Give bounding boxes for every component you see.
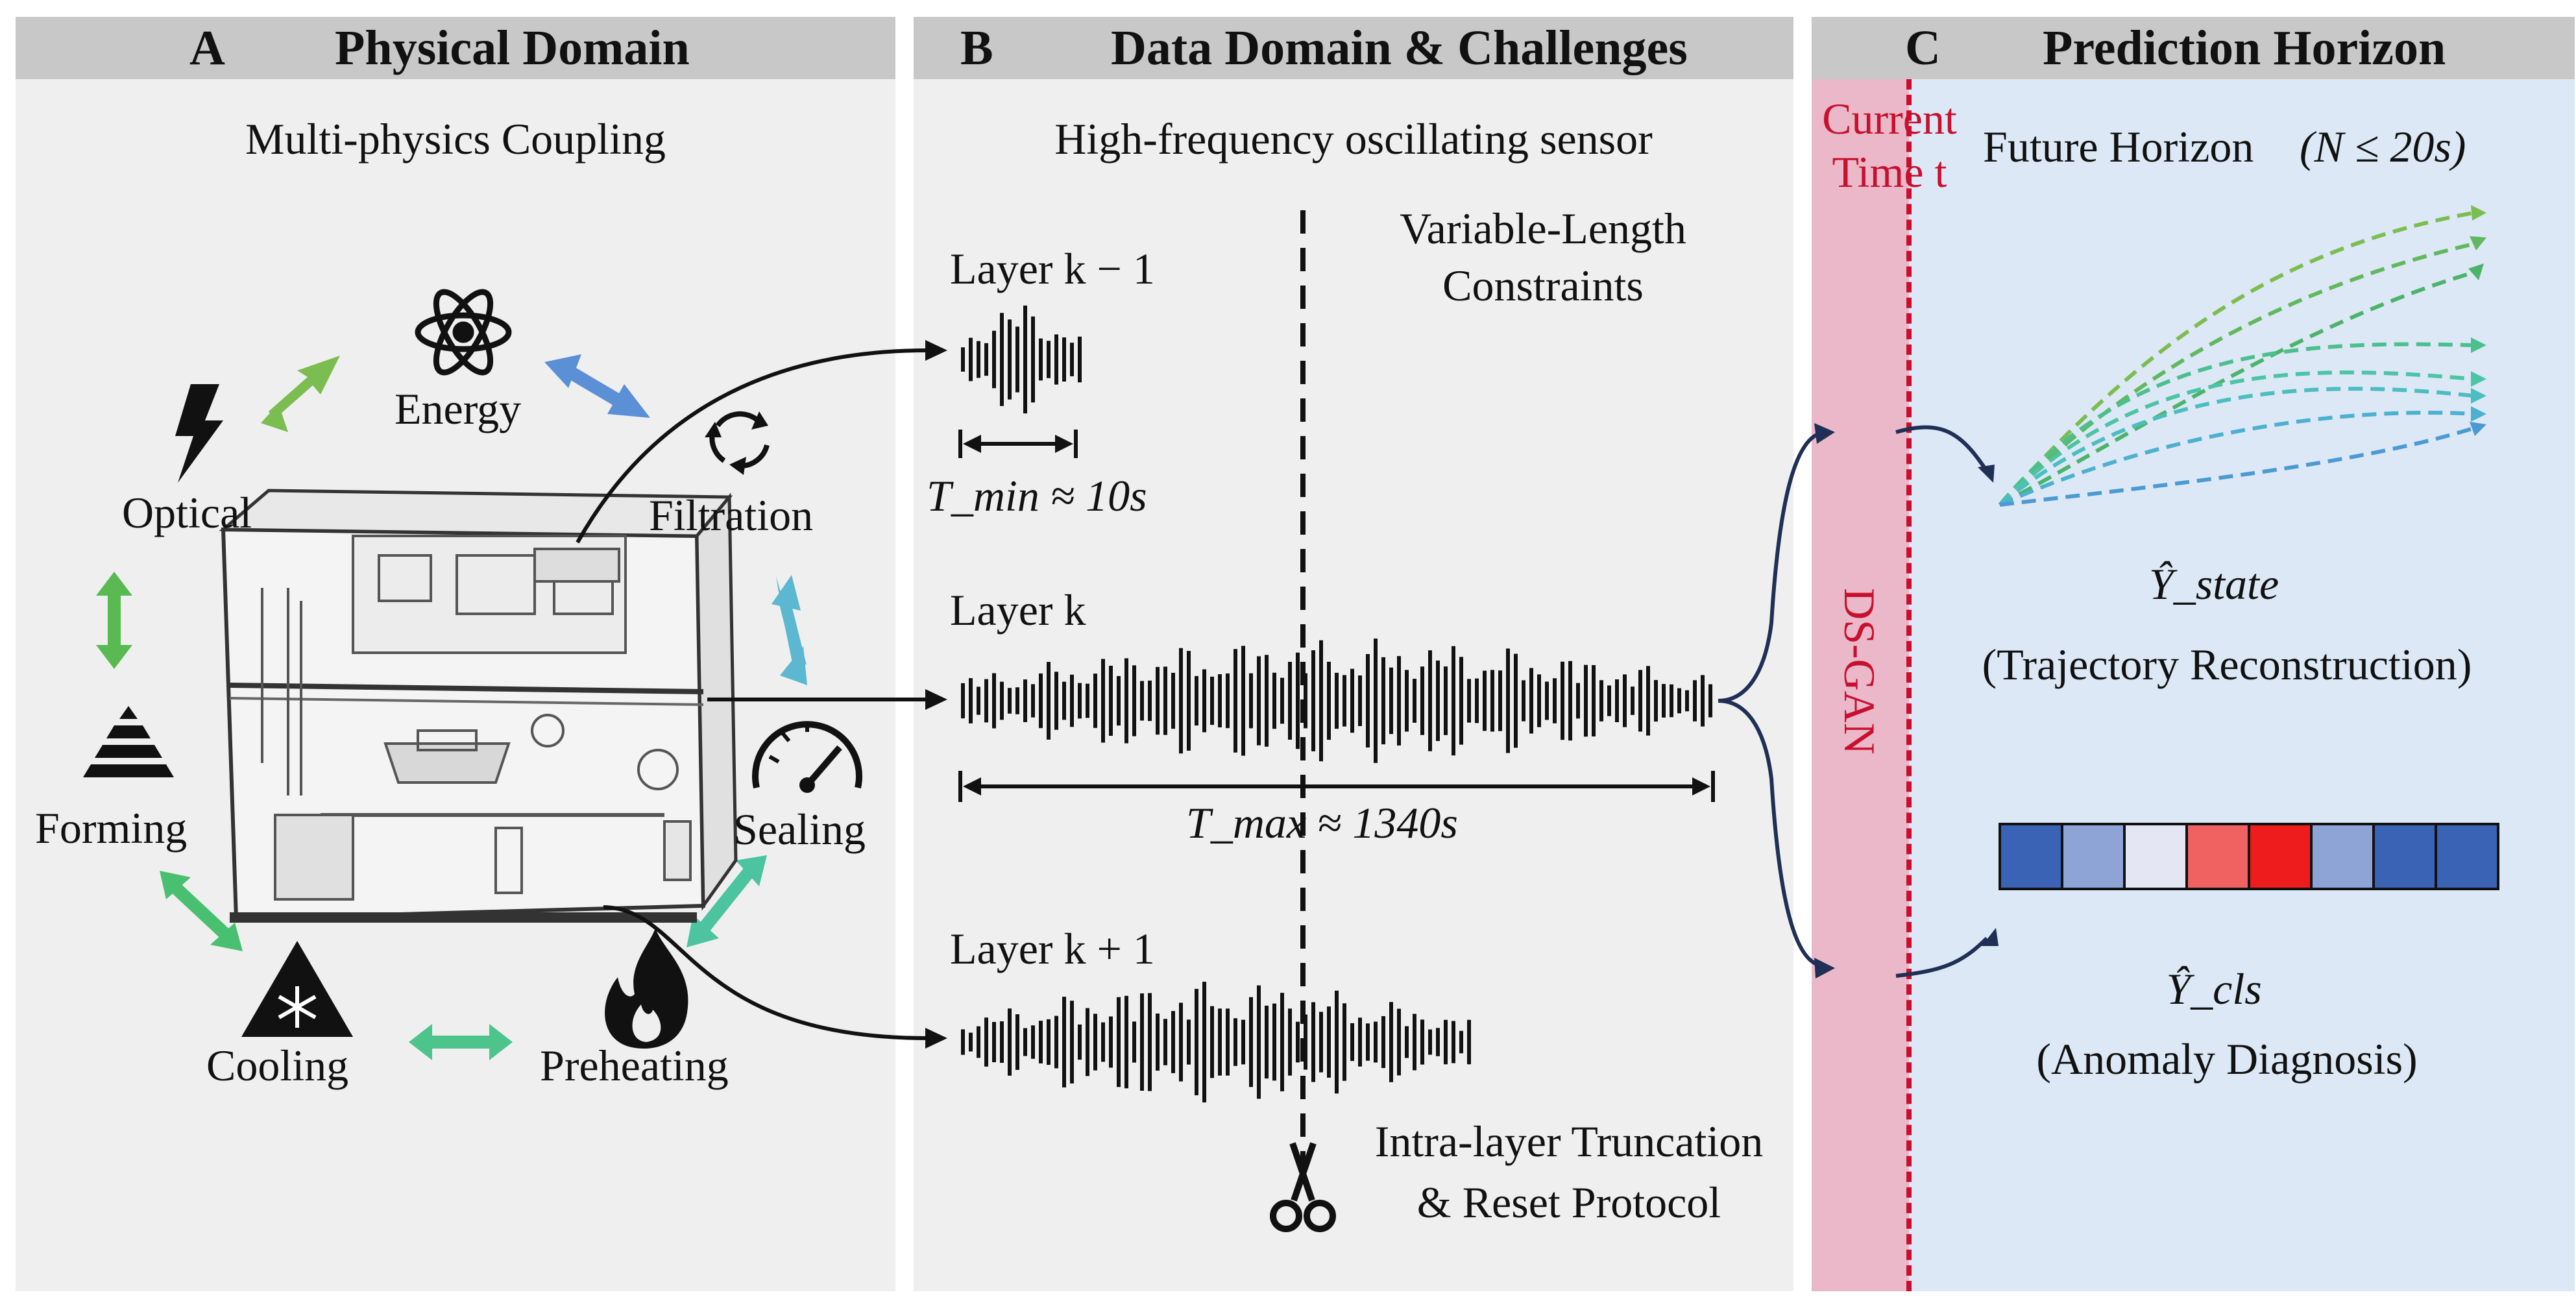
current-time-line (1906, 79, 1912, 1291)
future-horizon-label: Future Horizon (1983, 122, 2254, 171)
coupling-ring (83, 289, 862, 1060)
truncation-label: Intra-layer Truncation & Reset Protocol (1342, 1111, 1796, 1233)
panel-b-letter: B (960, 21, 993, 75)
pyramid-icon (83, 706, 174, 777)
panel-c-letter: C (1905, 21, 1941, 75)
class-cell (2248, 823, 2313, 890)
class-cell (2310, 823, 2375, 890)
current-time-line-1: Current (1822, 94, 1957, 143)
class-cell (1999, 823, 2063, 890)
panel-a-header: A Physical Domain (16, 17, 895, 79)
lightning-icon (175, 384, 223, 483)
class-cell (2123, 823, 2188, 890)
truncation-line-1: Intra-layer Truncation (1374, 1117, 1764, 1166)
node-preheating: Preheating (540, 1041, 729, 1090)
coupling-arrow-filtration-sealing (772, 575, 807, 685)
atom-icon (415, 289, 512, 376)
node-forming: Forming (35, 803, 188, 853)
panel-c-header: C Prediction Horizon (1812, 17, 2575, 79)
panel-a-title: Physical Domain (335, 21, 690, 75)
tmax-bracket (958, 771, 1715, 802)
machine-illustration (219, 489, 738, 923)
waveform-area (958, 210, 1715, 1232)
panel-prediction-horizon: C Prediction Horizon Current Time t Futu… (1812, 17, 2575, 1291)
panel-b-title: Data Domain & Challenges (1111, 21, 1688, 75)
coupling-arrow-optical-forming (96, 572, 132, 669)
waveform-layer-prev (961, 305, 1082, 414)
trajectory-fan (1998, 211, 2474, 507)
label-layer-prev: Layer k − 1 (950, 244, 1155, 293)
label-tmax: T_max ≈ 1340s (1186, 798, 1458, 847)
panel-data-domain: B Data Domain & Challenges High-frequenc… (914, 17, 1793, 1291)
tmin-bracket (958, 430, 1078, 458)
class-cell (2185, 823, 2250, 890)
label-layer-next: Layer k + 1 (950, 924, 1155, 973)
waveform-layer-cur (961, 638, 1712, 763)
arrow-to-state (1895, 425, 1989, 472)
constraint-label: Variable-Length Constraints (1329, 200, 1757, 314)
node-optical: Optical (122, 488, 252, 537)
cls-output-symbol: Ŷ_cls (2166, 964, 2262, 1014)
panel-b-header: B Data Domain & Challenges (914, 17, 1793, 79)
cls-output-description: (Anomaly Diagnosis) (2036, 1034, 2418, 1084)
trajectory-arrowheads (2468, 205, 2486, 436)
class-cell (2372, 823, 2437, 890)
node-energy: Energy (395, 384, 522, 433)
constraint-line-1: Variable-Length (1400, 204, 1686, 253)
current-time-label: Current Time t (1812, 92, 1967, 199)
recycle-icon (705, 411, 770, 475)
prediction-area (1895, 205, 2499, 978)
coupling-arrow-optical-energy (261, 356, 340, 432)
label-layer-cur: Layer k (950, 585, 1086, 635)
coupling-arrow-cooling-preheating (409, 1024, 513, 1060)
flame-icon (605, 928, 688, 1049)
anomaly-class-strip (1999, 823, 2499, 890)
waveform-layer-next (961, 981, 1471, 1103)
current-time-line-2: Time t (1832, 147, 1947, 197)
panel-c-title: Prediction Horizon (2043, 21, 2446, 75)
class-cell (2435, 823, 2499, 890)
node-filtration: Filtration (649, 491, 814, 540)
state-output-description: (Trajectory Reconstruction) (1982, 640, 2472, 689)
dsgan-band (1812, 79, 1909, 1291)
panel-b-subtitle: High-frequency oscillating sensor (1054, 114, 1653, 164)
horizon-limit-label: (N ≤ 20s) (2300, 122, 2466, 171)
arrow-to-cls (1895, 936, 1989, 978)
snowflake-icon (241, 941, 353, 1037)
panel-a-subtitle: Multi-physics Coupling (245, 114, 666, 164)
node-cooling: Cooling (206, 1041, 349, 1090)
class-cell (2061, 823, 2126, 890)
panel-a-letter: A (189, 21, 225, 75)
truncation-line-2: & Reset Protocol (1416, 1178, 1721, 1227)
node-sealing: Sealing (733, 805, 866, 854)
state-output-symbol: Ŷ_state (2148, 559, 2279, 609)
constraint-line-2: Constraints (1442, 261, 1644, 310)
scissors-icon (1270, 1142, 1336, 1232)
label-tmin: T_min ≈ 10s (927, 471, 1147, 520)
gauge-icon (752, 721, 862, 793)
panel-physical-domain: A Physical Domain Multi-physics Coupling (16, 17, 895, 1291)
coupling-arrow-energy-filtration (544, 354, 650, 418)
coupling-arrow-forming-cooling (160, 871, 243, 951)
